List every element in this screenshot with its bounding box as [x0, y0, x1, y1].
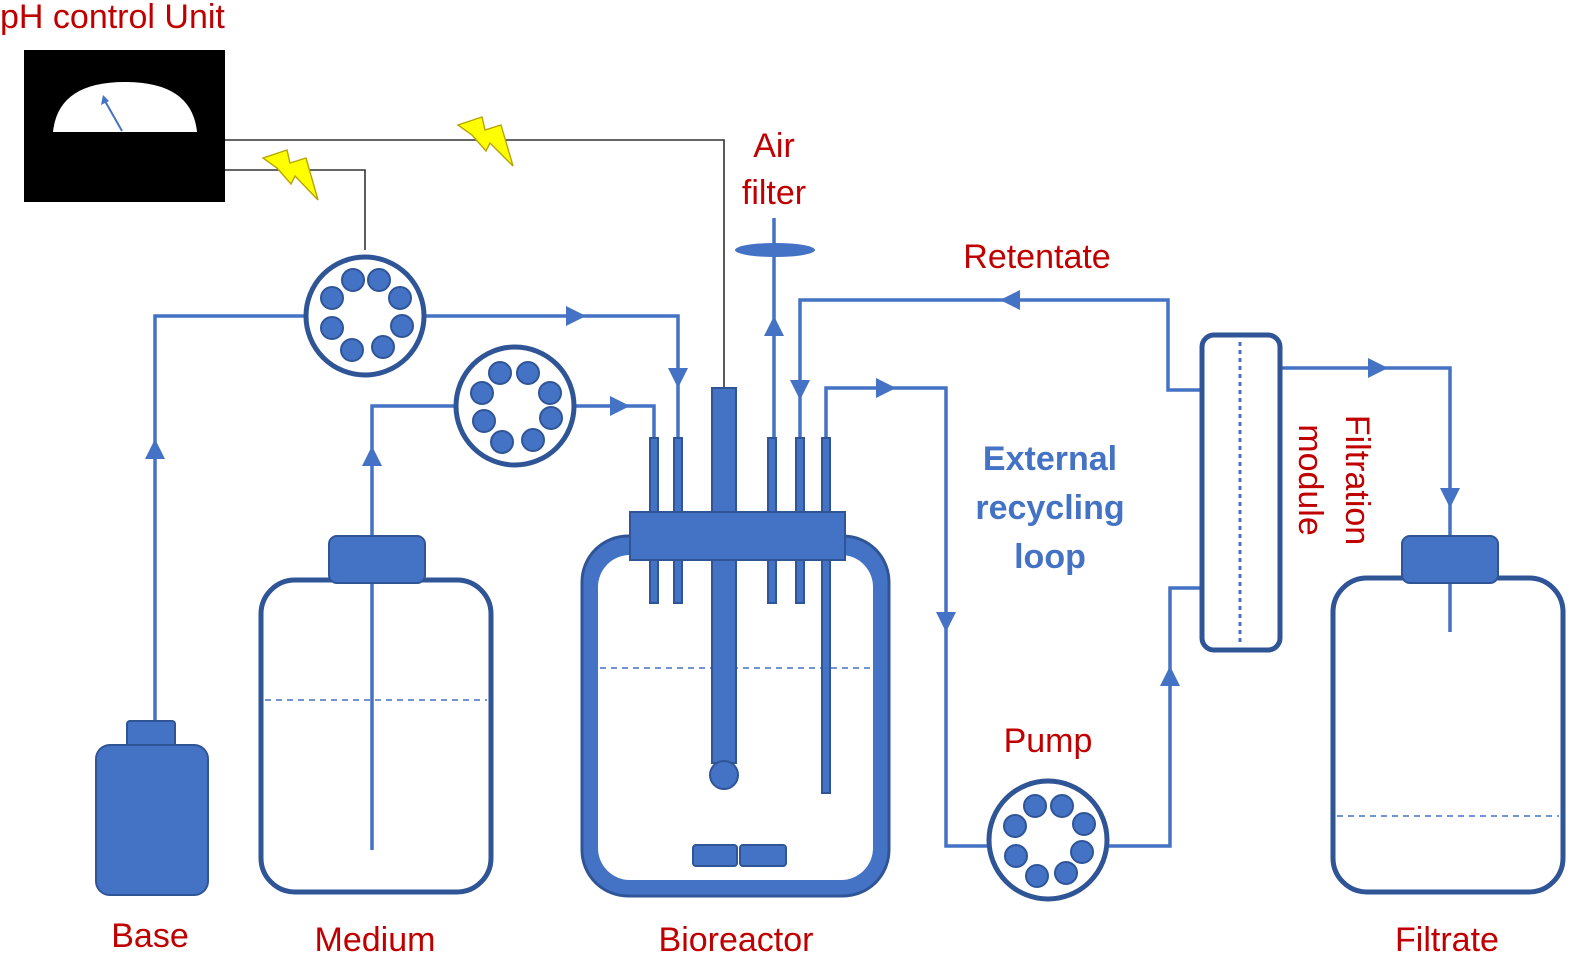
recycling-loop-label-line2: recycling	[975, 489, 1124, 527]
base-feed-line	[145, 306, 688, 722]
flow-arrow-down	[668, 368, 688, 388]
pump-signal-wire	[225, 169, 366, 250]
ph-probe-tip	[709, 760, 739, 790]
lightning-bolt-icon	[456, 116, 514, 167]
flow-arrow-right	[566, 306, 586, 326]
retentate-label: Retentate	[963, 238, 1110, 276]
air-filter	[735, 218, 815, 438]
filtration-module-label-line1: Filtration	[1338, 415, 1376, 545]
medium-bottle	[258, 535, 494, 895]
base-pump	[303, 254, 427, 378]
flow-arrow-right	[1368, 358, 1388, 378]
probe-signal-wire	[225, 139, 725, 388]
ph-gauge-needle-tip	[101, 95, 109, 105]
flow-arrow-up	[1160, 666, 1180, 686]
recycling-loop-label-line1: External	[983, 440, 1117, 478]
flow-arrow-right	[610, 396, 630, 416]
external-recycling-loop	[790, 290, 1202, 848]
ph-gauge-needle	[104, 100, 123, 132]
recycling-loop-label-line3: loop	[1014, 538, 1086, 576]
flow-arrow-up	[764, 316, 784, 336]
recycling-pump	[986, 778, 1110, 902]
air-filter-label-line2: filter	[742, 174, 806, 212]
lightning-bolt-icon	[261, 149, 319, 201]
filtration-module-label-line2: module	[1291, 424, 1329, 536]
ph-control-unit	[24, 50, 225, 202]
flow-arrow-left	[1000, 290, 1020, 310]
filtrate-label: Filtrate	[1395, 921, 1499, 959]
stir-bar	[692, 844, 738, 867]
flow-arrow-down	[790, 380, 810, 400]
medium-pump	[453, 344, 577, 468]
flow-arrow-up	[362, 446, 382, 466]
bioreactor-label: Bioreactor	[659, 921, 814, 959]
air-filter-label-line1: Air	[753, 127, 795, 165]
base-bottle	[95, 720, 209, 896]
air-filter-disc	[735, 243, 815, 257]
flow-arrow-right	[876, 378, 896, 398]
stir-bar	[739, 844, 787, 867]
bioreactor-vessel	[580, 387, 891, 898]
medium-label: Medium	[315, 921, 436, 959]
flow-arrow-up	[145, 439, 165, 459]
ph-control-unit-label: pH control Unit	[0, 0, 225, 36]
ph-probe	[711, 387, 737, 764]
bioreactor-headplate	[629, 511, 846, 561]
flow-arrow-down	[1440, 488, 1460, 508]
filtration-module	[1199, 332, 1283, 653]
ph-gauge-dial	[53, 82, 197, 132]
base-label: Base	[111, 917, 189, 955]
pump-label: Pump	[1004, 722, 1093, 760]
flow-arrow-down	[936, 612, 956, 632]
filtrate-bottle	[1330, 535, 1566, 895]
